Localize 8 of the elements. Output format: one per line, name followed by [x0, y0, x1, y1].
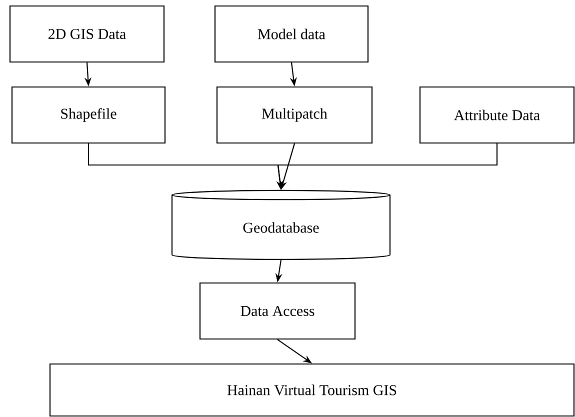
process-box: Model data [214, 5, 369, 63]
process-box: Multipatch [216, 86, 373, 144]
process-box: Hainan Virtual Tourism GIS [49, 363, 575, 417]
database-cylinder: Geodatabase [171, 190, 391, 260]
process-box: Attribute Data [419, 86, 575, 144]
process-box: Shapefile [11, 86, 166, 144]
process-box: 2D GIS Data [9, 5, 165, 63]
process-box: Data Access [199, 282, 356, 340]
